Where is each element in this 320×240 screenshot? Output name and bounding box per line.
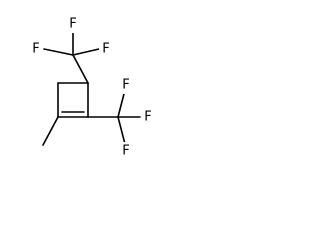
fluorine-label: F bbox=[69, 17, 76, 32]
fluorine-label: F bbox=[102, 42, 109, 57]
cyclobutene-ring bbox=[57, 82, 89, 118]
fluorine-label: F bbox=[144, 110, 151, 125]
f-label-bg bbox=[119, 76, 133, 94]
bond-cf3-right-f-top bbox=[117, 89, 126, 118]
bond-cf3-top-f-right bbox=[72, 48, 100, 56]
f-label-bg bbox=[66, 15, 80, 33]
cf3-group-right: F F F bbox=[87, 76, 155, 160]
bond-c1-cf3-top bbox=[72, 54, 89, 84]
f-label-bg bbox=[29, 40, 43, 58]
cf3-group-top: F F F bbox=[29, 15, 113, 84]
fluorine-label: F bbox=[122, 144, 129, 159]
f-label-bg bbox=[119, 142, 133, 160]
structure-diagram: F F F F F F bbox=[29, 15, 155, 160]
bond-cf3-right-f-bottom bbox=[117, 116, 126, 145]
f-label-bg bbox=[141, 108, 155, 126]
f-label-bg bbox=[99, 40, 113, 58]
methyl-bond bbox=[42, 116, 59, 146]
fluorine-label: F bbox=[122, 78, 129, 93]
bond-cf3-top-f-left bbox=[43, 48, 74, 56]
fluorine-label: F bbox=[32, 42, 39, 57]
